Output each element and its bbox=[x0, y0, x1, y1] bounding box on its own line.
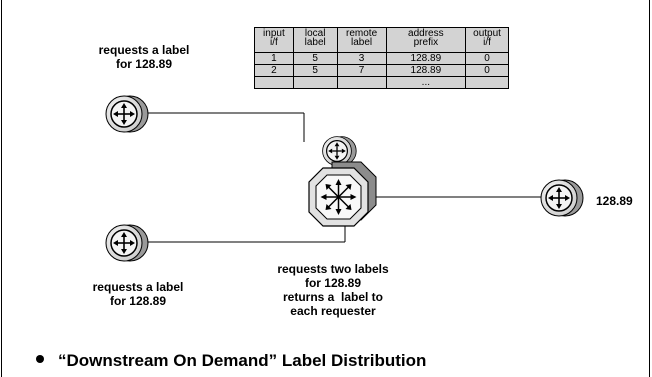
table-cell bbox=[254, 76, 294, 89]
table-row: 1 5 3 128.89 0 bbox=[254, 52, 509, 65]
table-cell: ... bbox=[385, 76, 467, 89]
label-center-line1: requests two labels bbox=[277, 262, 389, 276]
label-right-prefix: 128.89 bbox=[596, 194, 633, 208]
table-cell bbox=[465, 76, 509, 89]
table-cell bbox=[292, 76, 338, 89]
table-row: ... bbox=[254, 76, 509, 89]
table-cell bbox=[336, 76, 387, 89]
table-cell: 128.89 bbox=[385, 52, 467, 65]
label-switch-router-icon bbox=[308, 161, 377, 227]
label-center: requests two labels for 128.89 returns a… bbox=[258, 262, 408, 318]
table-cell: 1 bbox=[254, 52, 294, 65]
label-top-left: requests a label for 128.89 bbox=[74, 43, 214, 71]
table-cell: 5 bbox=[292, 52, 338, 65]
table-cell: 128.89 bbox=[385, 64, 467, 77]
table-cell: 2 bbox=[254, 64, 294, 77]
bullet-caption: “Downstream On Demand” Label Distributio… bbox=[36, 351, 426, 371]
table-cell: 3 bbox=[336, 52, 387, 65]
router-top-left-icon bbox=[105, 95, 149, 133]
table-row: 2 5 7 128.89 0 bbox=[254, 64, 509, 77]
router-small-icon bbox=[321, 135, 357, 167]
router-bottom-left-icon bbox=[105, 224, 149, 262]
table-cell: 0 bbox=[465, 52, 509, 65]
label-top-left-line1: requests a label bbox=[98, 43, 190, 57]
slide-right-border bbox=[649, 0, 650, 377]
table-cell: 7 bbox=[336, 64, 387, 77]
label-bottom-left: requests a label for 128.89 bbox=[68, 280, 208, 308]
label-bottom-left-line2: for 128.89 bbox=[109, 294, 167, 308]
label-center-line2: for 128.89 bbox=[304, 276, 362, 290]
label-bottom-left-line1: requests a label bbox=[92, 280, 184, 294]
table-cell: 0 bbox=[465, 64, 509, 77]
label-center-line4: each requester bbox=[290, 304, 376, 318]
label-center-line3: returns a label to bbox=[282, 290, 384, 304]
table-cell: 5 bbox=[292, 64, 338, 77]
slide-left-border bbox=[1, 0, 2, 377]
bullet-icon bbox=[36, 355, 44, 363]
router-right-icon bbox=[540, 179, 584, 217]
label-top-left-line2: for 128.89 bbox=[115, 57, 173, 71]
bullet-text: “Downstream On Demand” Label Distributio… bbox=[58, 351, 427, 370]
